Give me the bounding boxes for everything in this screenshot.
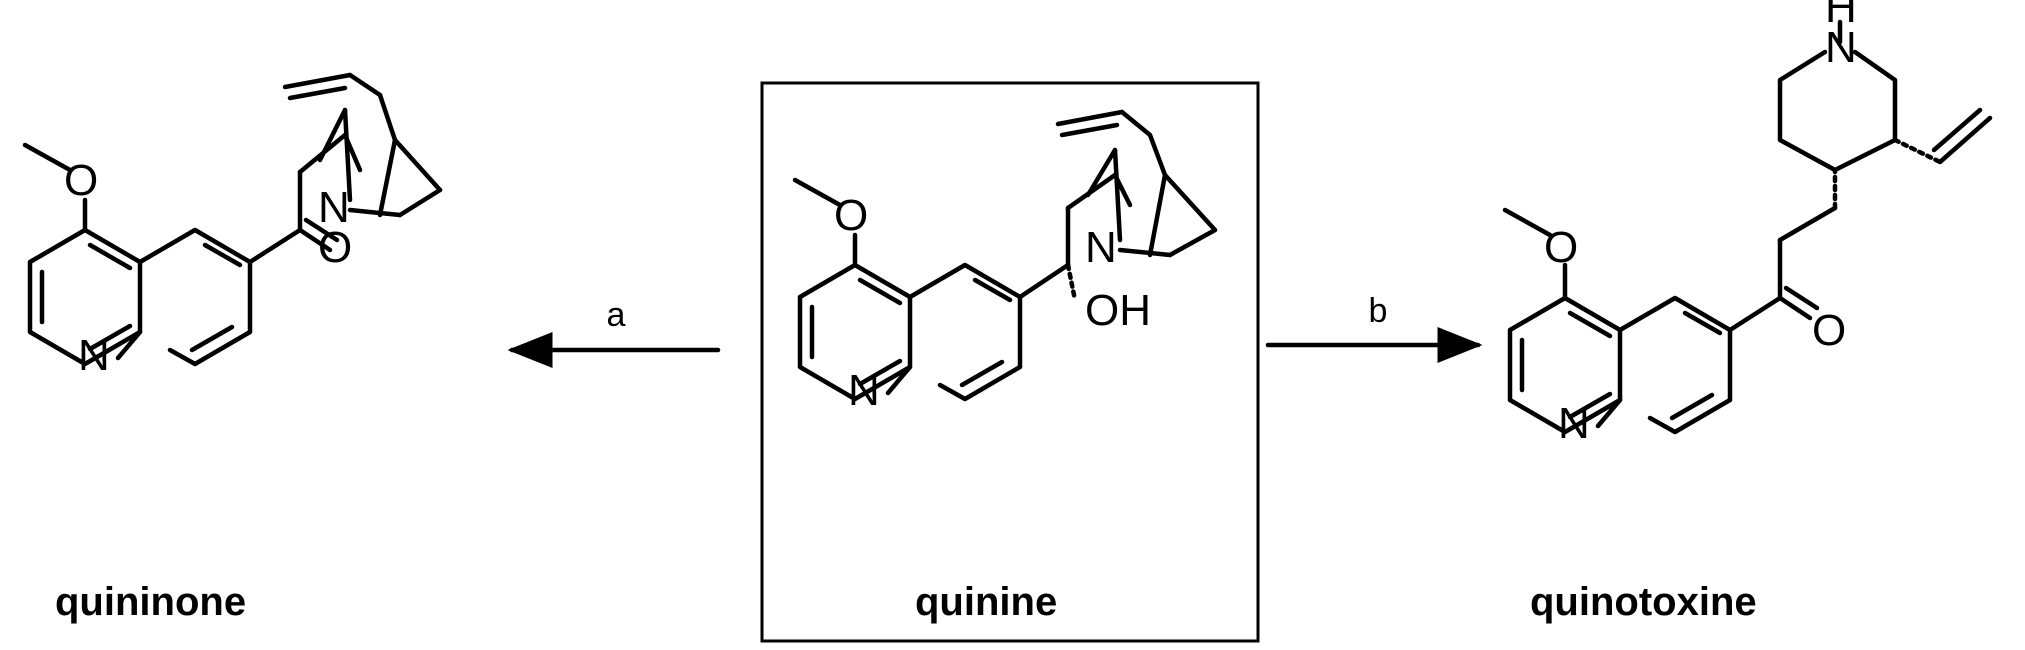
methoxy-oxygen-label: O <box>834 191 868 240</box>
compound-name-quinotoxine: quinotoxine <box>1530 580 1757 624</box>
quinotoxine-structure: O N O N H quinotoxine <box>1502 0 1993 624</box>
reaction-arrow-b: b <box>1265 292 1483 363</box>
methoxy-oxygen-label: O <box>1544 223 1578 272</box>
ketone-oxygen-label: O <box>1812 306 1846 355</box>
methoxy-oxygen-label: O <box>64 156 98 205</box>
ketone-oxygen-label: O <box>318 223 352 272</box>
quinoline-nitrogen-label: N <box>848 366 880 415</box>
quinine-highlight-box <box>760 81 1260 643</box>
reaction-arrow-a: a <box>507 296 721 368</box>
quininone-structure: O N O N quininone <box>22 72 443 624</box>
piperidine-nitrogen-label: N <box>1825 23 1857 72</box>
quinoline-nitrogen-label: N <box>1558 399 1590 448</box>
hydroxyl-label: OH <box>1085 286 1151 335</box>
quinine-structure: O N N OH quinine <box>760 81 1260 643</box>
compound-name-quininone: quininone <box>55 580 246 624</box>
quinoline-nitrogen-label: N <box>78 331 110 380</box>
reaction-label-a: a <box>607 296 626 334</box>
quinuclidine-nitrogen-label: N <box>1085 223 1117 272</box>
piperidine-hydrogen-label: H <box>1825 0 1857 32</box>
quinuclidine-nitrogen-label: N <box>318 183 350 232</box>
reaction-label-b: b <box>1369 292 1388 330</box>
compound-name-quinine: quinine <box>915 580 1057 624</box>
